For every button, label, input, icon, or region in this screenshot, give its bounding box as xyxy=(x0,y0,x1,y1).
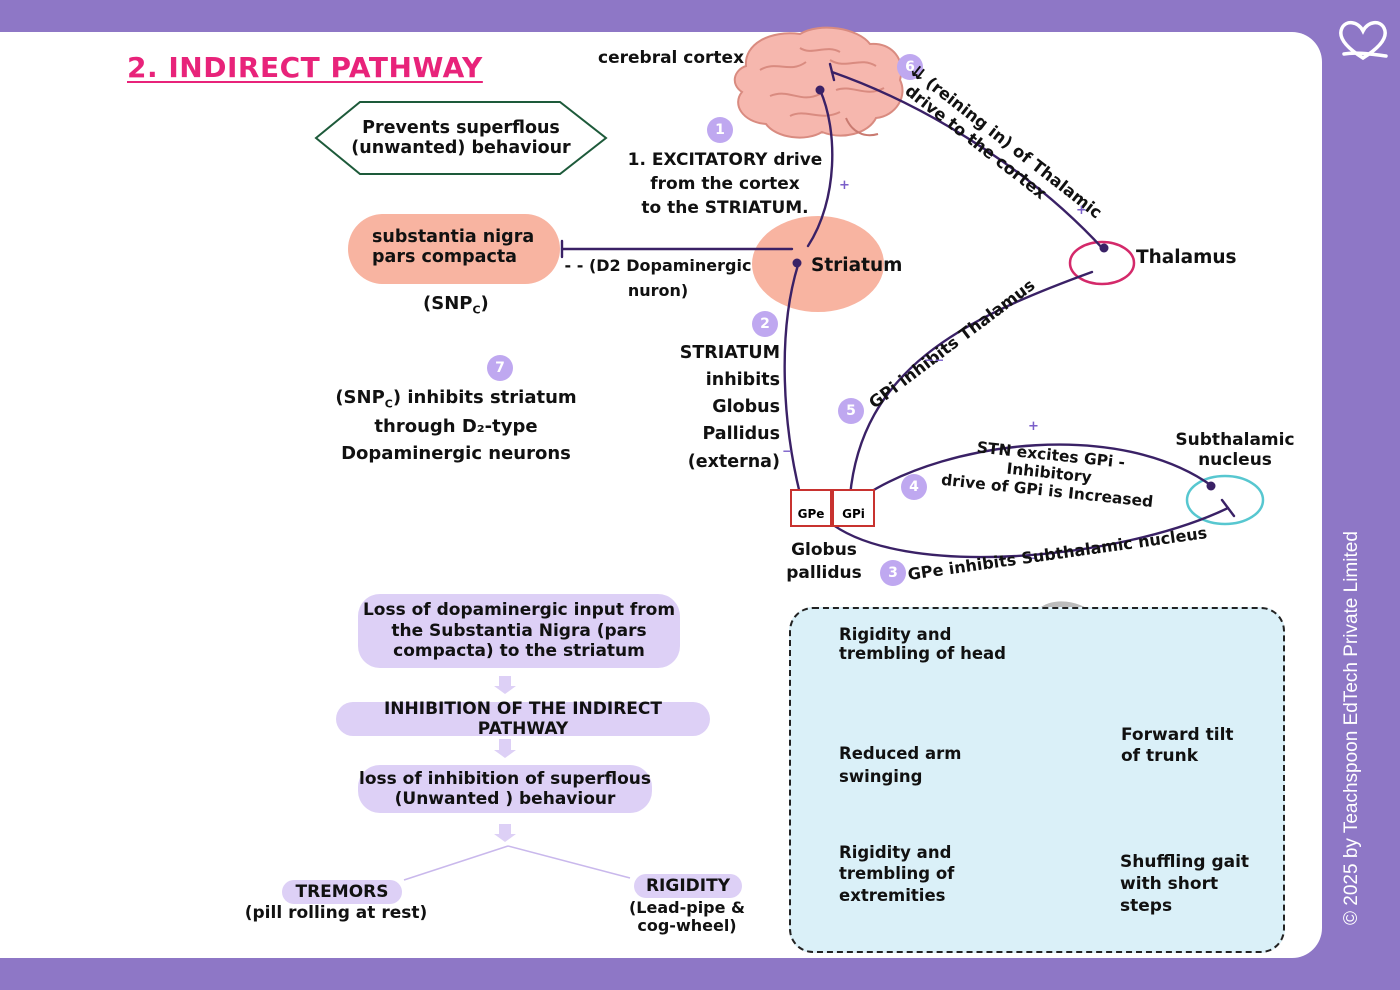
brain-illustration xyxy=(733,26,904,139)
plus-sign-4: + xyxy=(1028,419,1039,434)
parkinson-patient-panel xyxy=(789,607,1285,953)
page-title: 2. INDIRECT PATHWAY xyxy=(127,51,483,84)
step-5-badge: 5 xyxy=(838,398,864,424)
rigidity-subtext: (Lead-pipe &cog-wheel) xyxy=(628,898,745,936)
minus-sign-5: −− xyxy=(924,353,945,367)
snpc-abbreviation: (SNPC) xyxy=(423,293,489,317)
step-7-text: (SNPC) inhibits striatum through D₂-type… xyxy=(335,387,577,465)
minus-sign-3: − xyxy=(1028,551,1039,565)
flow-loss-of-inhibition-box: loss of inhibition of superflous (Unwant… xyxy=(358,765,652,813)
tremors-badge: TREMORS xyxy=(282,880,402,904)
step-2-badge: 2 xyxy=(752,311,778,337)
step-4-badge: 4 xyxy=(901,474,927,500)
plus-sign-1: + xyxy=(839,178,850,193)
snpc-pill xyxy=(348,214,560,284)
striatum-blob xyxy=(752,216,884,312)
callout-text: Prevents superflous(unwanted) behaviour xyxy=(351,118,571,159)
subthalamic-ring xyxy=(1185,474,1265,526)
striatum-label: Striatum xyxy=(811,255,903,276)
heart-logo-icon xyxy=(1339,21,1388,61)
cortex-label: cerebral cortex xyxy=(598,48,745,68)
thalamus-label: Thalamus xyxy=(1136,247,1237,268)
callout-hexagon xyxy=(314,101,608,175)
gpe-box: GPe xyxy=(790,489,832,527)
step-1-badge: 1 xyxy=(707,117,733,143)
step-7-badge: 7 xyxy=(487,355,513,381)
flow-loss-of-input-box: Loss of dopaminergic input from the Subs… xyxy=(358,594,680,668)
gpi-box: GPi xyxy=(832,489,875,527)
plus-sign-6: + xyxy=(1076,203,1087,218)
rigidity-badge: RIGIDITY xyxy=(634,874,742,898)
step-3-badge: 3 xyxy=(880,560,906,586)
flow-inhibition-box: INHIBITION OF THE INDIRECT PATHWAY xyxy=(336,699,710,739)
minus-sign-2: − xyxy=(782,444,793,458)
tremors-subtext: (pill rolling at rest) xyxy=(244,903,428,923)
step-6-badge: 6 xyxy=(897,54,923,80)
